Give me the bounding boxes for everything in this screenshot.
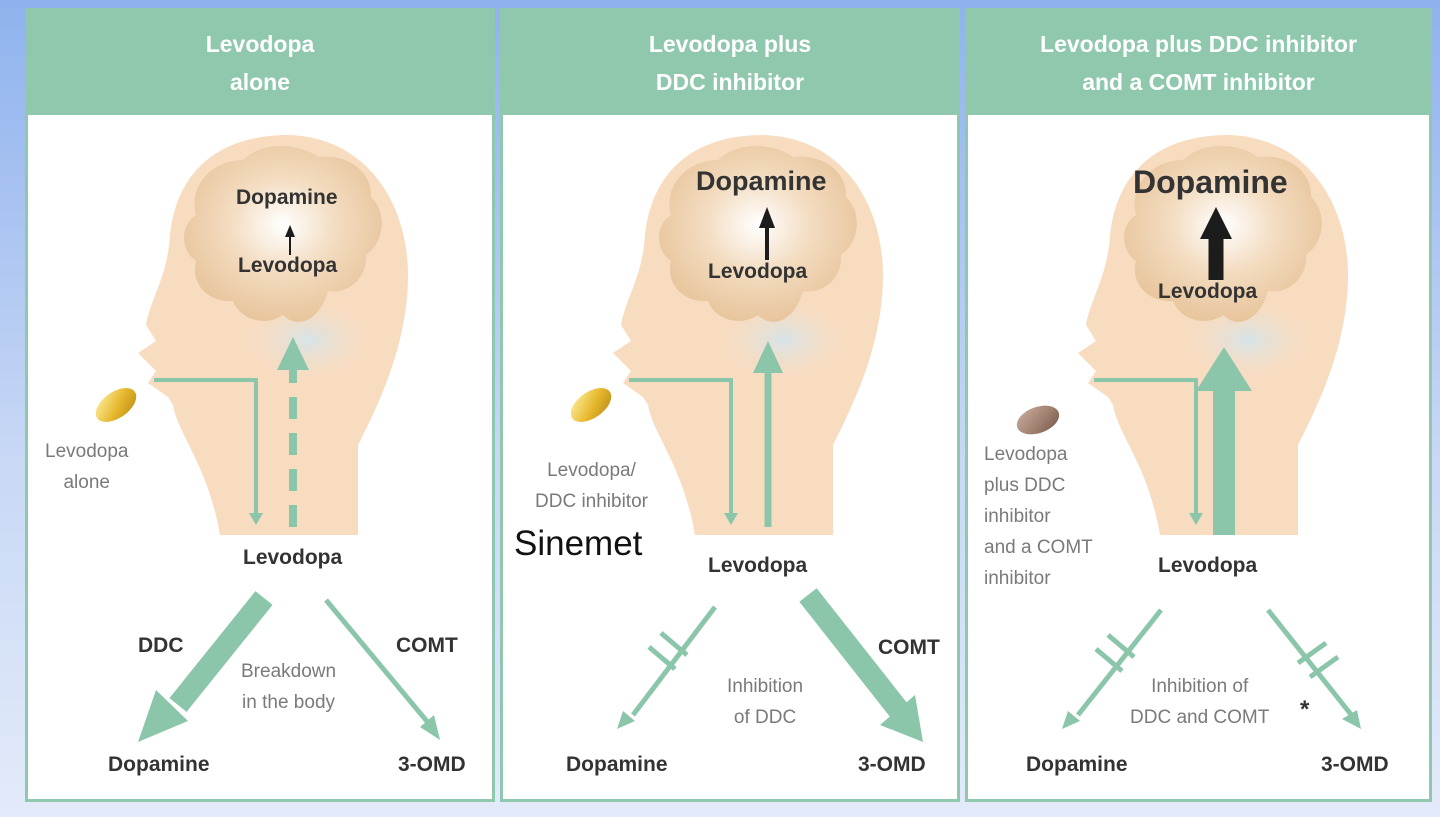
breakdown-note: Breakdown in the body <box>241 661 337 713</box>
panel-title-line2: alone <box>229 69 291 95</box>
brain-dopamine-label: Dopamine <box>1133 164 1288 200</box>
pill-label: Levodopa plus DDC inhibitor and a COMT i… <box>984 444 1093 589</box>
inhibition-note: Inhibition of DDC and COMT <box>1130 676 1270 728</box>
panel-title-line2: and a COMT inhibitor <box>1082 69 1315 95</box>
panel-levodopa-alone: Levodopa alone Dopamine Levodopa Levodop… <box>25 8 495 802</box>
brain-shape <box>659 146 857 322</box>
panel-title-line1: Levodopa <box>205 31 315 57</box>
ddc-path-arrow-inhibited <box>1076 608 1163 717</box>
pill-label: Levodopa/ DDC inhibitor <box>535 460 648 512</box>
panel-header: Levodopa alone <box>28 11 492 115</box>
panel-title-line2: DDC inhibitor <box>655 69 805 95</box>
brain-levodopa-label: Levodopa <box>708 260 808 283</box>
center-levodopa-label: Levodopa <box>243 546 343 569</box>
brain-levodopa-label: Levodopa <box>238 254 338 277</box>
ddc-label: DDC <box>138 634 184 657</box>
pill-label: Levodopa alone <box>45 441 129 493</box>
product-dopamine-label: Dopamine <box>1026 753 1128 776</box>
ddc-path-arrow-inhibited <box>631 605 717 717</box>
brain-shape <box>184 146 382 322</box>
panel-levodopa-ddc-comt-inhibitor: Levodopa plus DDC inhibitor and a COMT i… <box>965 8 1432 802</box>
product-dopamine-label: Dopamine <box>108 753 210 776</box>
ddc-inhibition-bar <box>1106 633 1136 659</box>
panel-levodopa-ddc-inhibitor: Levodopa plus DDC inhibitor Dopamine Lev… <box>500 8 960 802</box>
brain-dopamine-label: Dopamine <box>236 186 338 209</box>
comt-path-arrow <box>799 588 910 720</box>
panel-illustration <box>570 135 923 742</box>
panel-header: Levodopa plus DDC inhibitor <box>503 11 957 115</box>
comt-label: COMT <box>878 636 940 659</box>
comt-label: COMT <box>396 634 458 657</box>
product-3omd-label: 3-OMD <box>1321 753 1389 776</box>
pill-icon <box>95 388 137 422</box>
brain-levodopa-label: Levodopa <box>1158 280 1258 303</box>
product-3omd-label: 3-OMD <box>858 753 926 776</box>
comt-path-arrow <box>324 598 432 727</box>
ddc-inhibition-bar <box>1094 647 1124 673</box>
panel-illustration <box>95 135 440 742</box>
pill-icon <box>570 388 612 422</box>
panel-title-line1: Levodopa plus <box>648 31 812 57</box>
intake-arrow <box>629 378 733 513</box>
panel-title-line1: Levodopa plus DDC inhibitor <box>1040 31 1357 57</box>
ddc-inhibition-bar <box>647 645 677 671</box>
center-levodopa-label: Levodopa <box>708 554 808 577</box>
sinemet-annotation: Sinemet <box>514 524 643 563</box>
center-levodopa-label: Levodopa <box>1158 554 1258 577</box>
comt-inhibition-bar <box>1308 654 1340 680</box>
product-3omd-label: 3-OMD <box>398 753 466 776</box>
asterisk-mark: * <box>1300 696 1310 723</box>
pill-icon <box>1016 405 1060 435</box>
intake-arrow <box>1094 378 1198 513</box>
brain-dopamine-label: Dopamine <box>696 166 827 196</box>
product-dopamine-label: Dopamine <box>566 753 668 776</box>
panel-illustration <box>1016 135 1361 729</box>
ddc-inhibition-bar <box>659 631 689 657</box>
panel-header: Levodopa plus DDC inhibitor and a COMT i… <box>968 11 1429 115</box>
comt-inhibition-bar <box>1296 640 1328 666</box>
ddc-path-arrow <box>169 591 273 712</box>
intake-arrow <box>154 378 258 513</box>
comt-path-arrow-inhibited <box>1266 608 1355 719</box>
inhibition-note: Inhibition of DDC <box>727 676 804 728</box>
